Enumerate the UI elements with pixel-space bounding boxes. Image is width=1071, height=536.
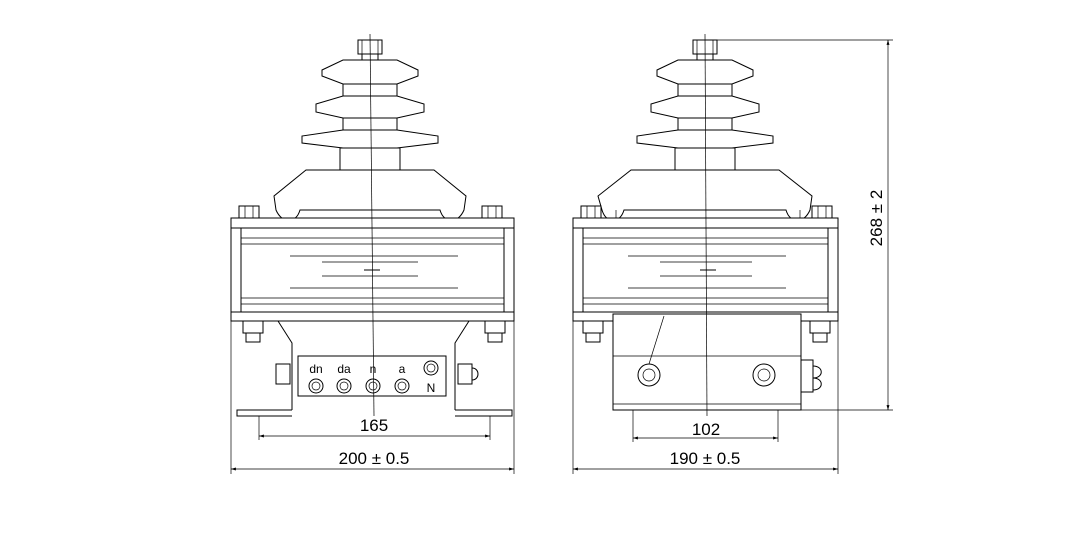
terminal-label-a: a xyxy=(399,362,406,376)
bottom-bolts xyxy=(242,320,506,343)
terminal-label-dn: dn xyxy=(309,362,322,376)
side-transformer-body xyxy=(572,217,839,322)
side-view: 102 190 ± 0.5 268 ± 2 xyxy=(572,33,893,474)
side-base-box xyxy=(612,313,822,411)
side-dimensions: 102 190 ± 0.5 268 ± 2 xyxy=(572,39,893,474)
dim-width-side: 190 ± 0.5 xyxy=(670,449,741,468)
terminal-screws xyxy=(308,360,439,394)
terminal-label-N: N xyxy=(427,381,436,395)
dim-mount-spacing-side: 102 xyxy=(692,420,720,439)
side-bottom-bolts xyxy=(582,320,831,343)
side-insulator-sheds xyxy=(636,59,774,171)
terminal-label-da: da xyxy=(337,362,351,376)
terminal-label-n: n xyxy=(370,362,377,376)
insulator-base xyxy=(273,169,467,221)
mounting-feet xyxy=(236,409,513,417)
terminal-box xyxy=(275,320,479,410)
dim-mount-spacing-front: 165 xyxy=(360,416,388,435)
side-centerline xyxy=(704,33,708,417)
centerline xyxy=(369,33,375,417)
top-bolts xyxy=(238,205,503,219)
side-insulator-base xyxy=(597,169,813,221)
front-dimensions: 165 200 ± 0.5 xyxy=(230,321,515,474)
side-top-bolts xyxy=(580,205,833,219)
dim-height: 268 ± 2 xyxy=(867,190,886,247)
dim-width-front: 200 ± 0.5 xyxy=(339,449,410,468)
insulator-sheds xyxy=(301,59,439,171)
terminal-labels: dn da n a N xyxy=(309,362,435,395)
front-view: dn da n a N 165 xyxy=(230,33,515,474)
